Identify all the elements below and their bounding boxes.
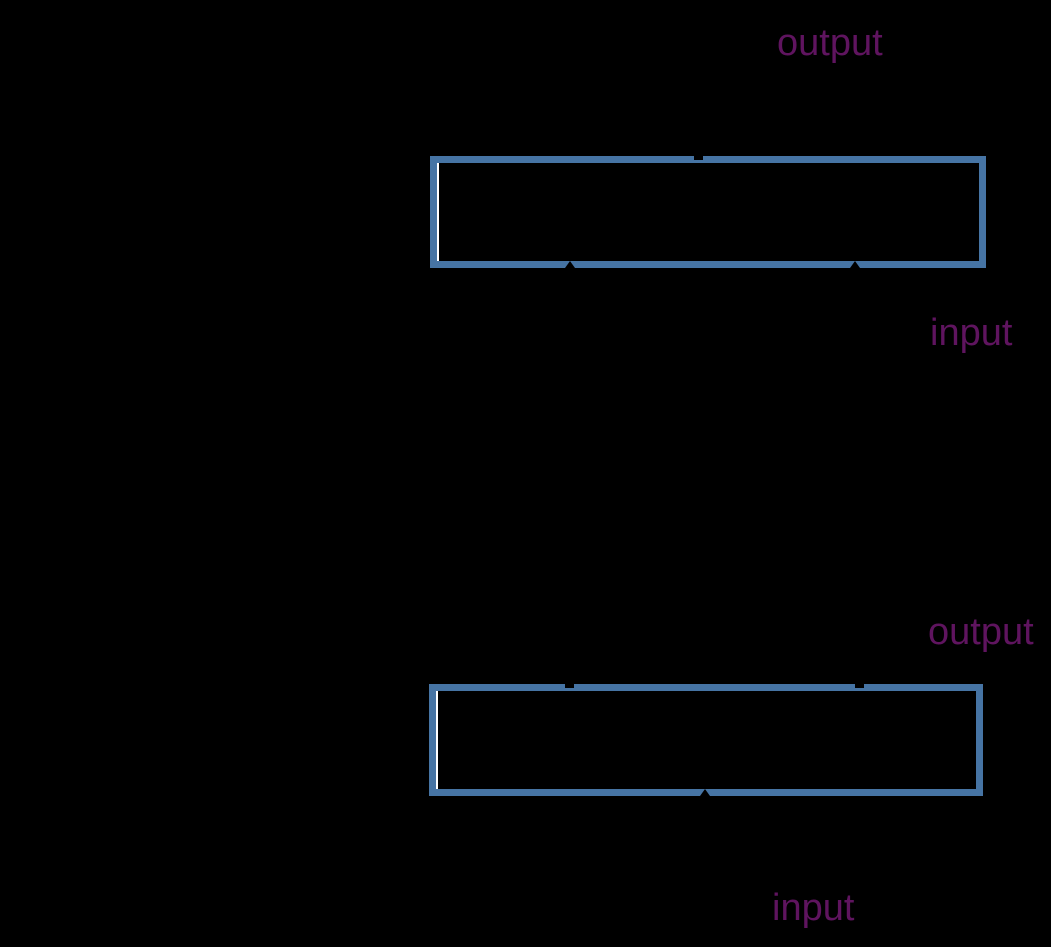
network-box-bottom [429,684,983,796]
output-label-top: output [777,22,883,64]
arrow-tip-icon-top-input-left [565,261,575,268]
input-label-bottom: input [772,887,855,929]
arrow-tip-icon-top-output [694,155,703,160]
arrow-tip-icon-bottom-input [700,789,710,796]
output-label-bottom: output [928,611,1034,653]
box-inner-highlight-top [437,163,439,261]
input-label-top: input [930,312,1013,354]
arrow-tip-icon-top-input-right [850,261,860,268]
network-box-top [430,156,986,268]
arrow-tip-icon-bottom-feedback-left [565,683,574,688]
box-inner-highlight-bottom [436,691,438,789]
arrow-tip-icon-bottom-feedback-right [855,683,864,688]
